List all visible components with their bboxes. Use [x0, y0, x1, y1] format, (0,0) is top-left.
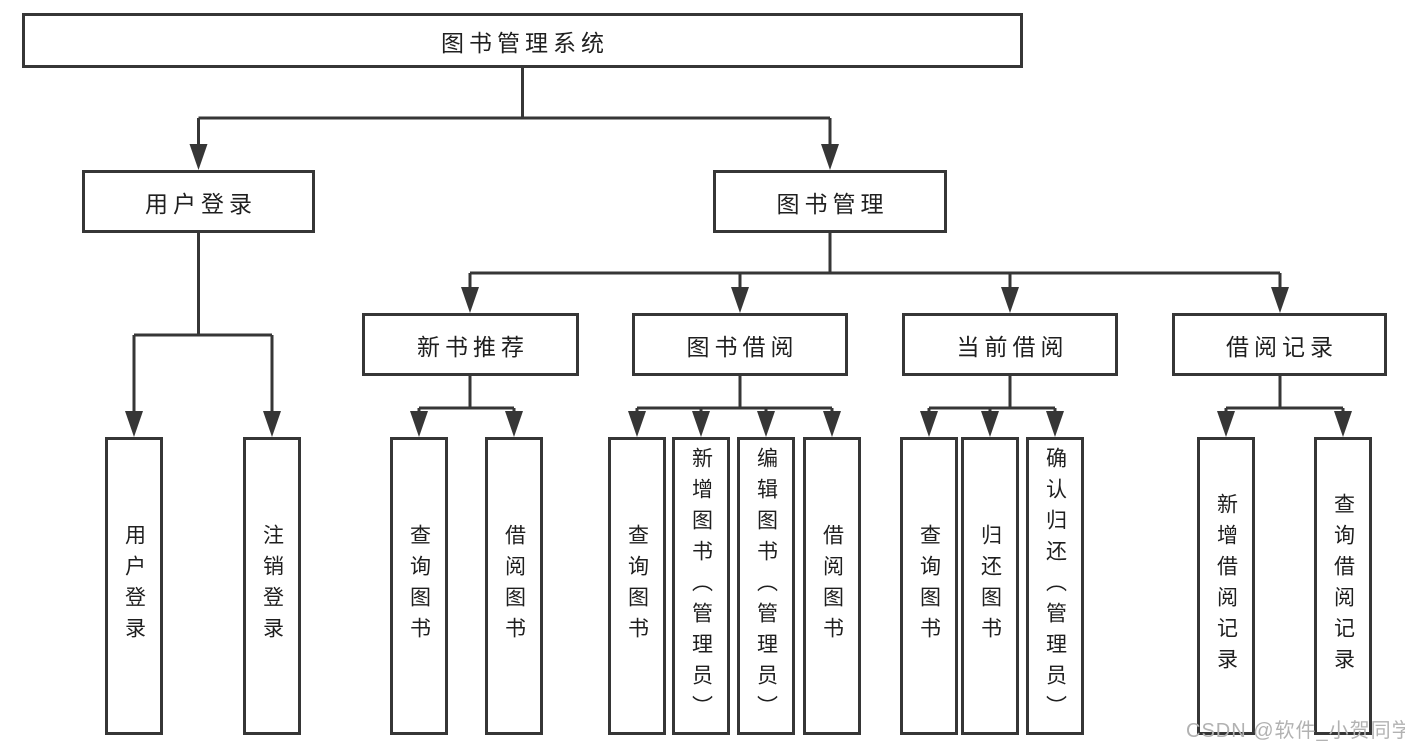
node-new-book-recommend: 新书推荐 — [362, 313, 579, 376]
node-leaf-logout-login: 注销登录 — [243, 437, 301, 735]
node-borrowing-records: 借阅记录 — [1172, 313, 1387, 376]
arrowhead-icon — [1217, 411, 1235, 437]
arrowhead-icon — [125, 411, 143, 437]
node-leaf-br-add-record: 新增借阅记录 — [1197, 437, 1255, 735]
arrowhead-icon — [505, 411, 523, 437]
node-leaf-nbr-query-books: 查询图书 — [390, 437, 448, 735]
arrowhead-icon — [731, 287, 749, 313]
arrowhead-icon — [692, 411, 710, 437]
connector-root-to-level2 — [197, 68, 832, 146]
node-leaf-br-query-record: 查询借阅记录 — [1314, 437, 1372, 735]
node-leaf-cb-confirm-return-admin: 确认归还（管理员） — [1026, 437, 1084, 735]
arrowhead-icon — [410, 411, 428, 437]
node-leaf-cb-query-books: 查询图书 — [900, 437, 958, 735]
arrowhead-icon — [1046, 411, 1064, 437]
node-book-borrowing: 图书借阅 — [632, 313, 848, 376]
arrowhead-icon — [461, 287, 479, 313]
connector-new-book-recommend-children — [417, 376, 516, 413]
node-leaf-bb-query-books: 查询图书 — [608, 437, 666, 735]
arrowhead-icon — [757, 411, 775, 437]
connector-user-login-children — [132, 233, 274, 413]
node-leaf-nbr-borrow-books: 借阅图书 — [485, 437, 543, 735]
node-leaf-bb-borrow-books: 借阅图书 — [803, 437, 861, 735]
arrowhead-icon — [920, 411, 938, 437]
connector-book-management-children — [468, 233, 1282, 289]
node-leaf-cb-return-books: 归还图书 — [961, 437, 1019, 735]
connector-current-borrowing-children — [927, 376, 1057, 413]
node-book-management: 图书管理 — [713, 170, 947, 233]
arrowhead-icon — [1271, 287, 1289, 313]
node-root: 图书管理系统 — [22, 13, 1023, 68]
connector-borrowing-records-children — [1224, 376, 1345, 413]
node-leaf-bb-edit-books-admin: 编辑图书（管理员） — [737, 437, 795, 735]
node-leaf-user-login: 用户登录 — [105, 437, 163, 735]
node-user-login: 用户登录 — [82, 170, 315, 233]
arrowhead-icon — [1334, 411, 1352, 437]
arrowhead-icon — [263, 411, 281, 437]
node-leaf-bb-add-books-admin: 新增图书（管理员） — [672, 437, 730, 735]
arrowhead-icon — [628, 411, 646, 437]
node-current-borrowing: 当前借阅 — [902, 313, 1118, 376]
arrowhead-icon — [981, 411, 999, 437]
csdn-watermark: CSDN @软件_小贺同学 — [1186, 720, 1405, 742]
connector-book-borrowing-children — [635, 376, 834, 413]
arrowhead-icon — [823, 411, 841, 437]
arrowhead-icon — [821, 144, 839, 170]
arrowhead-icon — [1001, 287, 1019, 313]
arrowhead-icon — [189, 144, 208, 170]
